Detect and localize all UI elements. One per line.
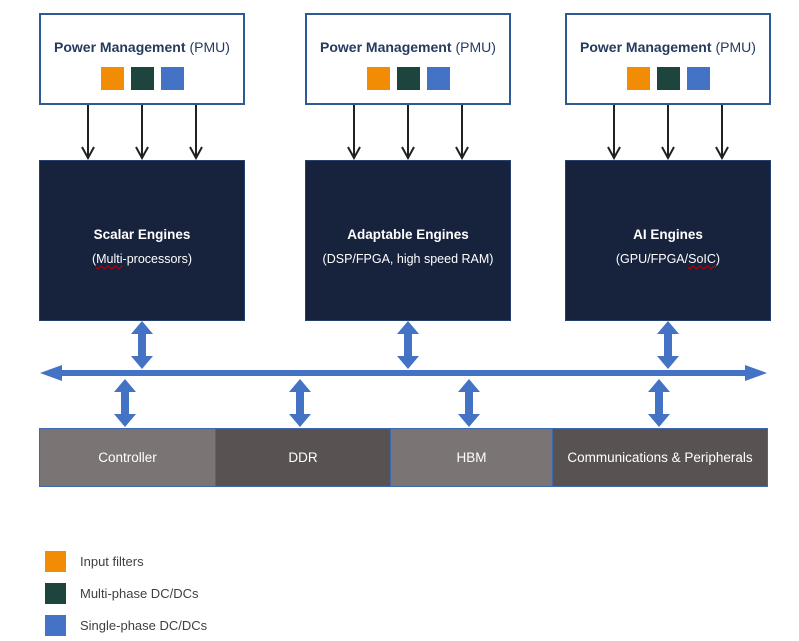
pmu-title-bold: Power Management xyxy=(54,39,186,55)
engine-subtitle: (Multi-processors) xyxy=(92,252,192,267)
pmu-box-ai: Power Management(PMU) xyxy=(565,13,771,105)
bus-arrow-controller xyxy=(114,379,136,427)
pmu-title-bold: Power Management xyxy=(320,39,452,55)
engine-subtitle-misspelled: Multi xyxy=(96,252,123,266)
engine-subtitle-suffix: -processors) xyxy=(122,252,193,266)
engine-title: AI Engines xyxy=(633,227,703,242)
bus-arrow-comms xyxy=(648,379,670,427)
input-filter-swatch-icon xyxy=(100,67,124,90)
pmu-title-suffix: (PMU) xyxy=(189,39,230,55)
single-phase-swatch-icon xyxy=(426,67,450,90)
pmu-title-suffix: (PMU) xyxy=(715,39,756,55)
engine-subtitle: (DSP/FPGA, high speed RAM) xyxy=(323,252,494,267)
engine-subtitle-prefix: (GPU/FPGA/ xyxy=(615,252,689,266)
legend-item-input-filters: Input filters xyxy=(45,551,207,572)
column-ai: Power Management(PMU) AI Engines (GPU/FP… xyxy=(565,13,771,321)
input-filter-swatch-icon xyxy=(366,67,390,90)
pmu-to-engine-arrows-ai xyxy=(607,105,729,160)
device-label: Controller xyxy=(98,450,157,465)
pmu-title-suffix: (PMU) xyxy=(455,39,496,55)
pmu-box-adaptable: Power Management(PMU) xyxy=(305,13,511,105)
pmu-to-engine-arrows-adaptable xyxy=(347,105,469,160)
multi-phase-swatch-icon xyxy=(45,583,66,604)
pmu-title: Power Management(PMU) xyxy=(320,39,496,56)
engine-title: Scalar Engines xyxy=(93,227,191,242)
system-bus-arrow xyxy=(40,365,767,381)
device-row: Controller DDR HBM Communications & Peri… xyxy=(39,428,768,487)
single-phase-swatch-icon xyxy=(160,67,184,90)
engine-box-ai: AI Engines (GPU/FPGA/SoIC) xyxy=(565,160,771,321)
device-cell-hbm: HBM xyxy=(390,429,552,486)
device-cell-ddr: DDR xyxy=(215,429,390,486)
single-phase-swatch-icon xyxy=(45,615,66,636)
legend-label: Single-phase DC/DCs xyxy=(80,618,208,633)
engine-subtitle-prefix: ( xyxy=(91,252,97,266)
engine-subtitle-prefix: (DSP/FPGA, high speed RAM) xyxy=(322,252,494,266)
pmu-swatches xyxy=(626,67,710,90)
pmu-box-scalar: Power Management(PMU) xyxy=(39,13,245,105)
pmu-title: Power Management(PMU) xyxy=(580,39,756,56)
bus-arrow-adaptable xyxy=(397,321,419,369)
bus-arrow-hbm xyxy=(458,379,480,427)
pmu-swatches xyxy=(100,67,184,90)
engine-subtitle-suffix: ) xyxy=(715,252,721,266)
bus-arrow-ddr xyxy=(289,379,311,427)
column-scalar: Power Management(PMU) Scalar Engines (Mu… xyxy=(39,13,245,321)
bus-arrow-scalar xyxy=(131,321,153,369)
device-label: HBM xyxy=(456,450,487,465)
input-filter-swatch-icon xyxy=(626,67,650,90)
input-filter-swatch-icon xyxy=(45,551,66,572)
pmu-title-bold: Power Management xyxy=(580,39,712,55)
legend-item-single-phase: Single-phase DC/DCs xyxy=(45,615,207,636)
legend-label: Multi-phase DC/DCs xyxy=(80,586,199,601)
legend-label: Input filters xyxy=(80,554,144,569)
device-cell-comms: Communications & Peripherals xyxy=(552,429,767,486)
bus-arrow-ai xyxy=(657,321,679,369)
device-label: Communications & Peripherals xyxy=(567,450,753,465)
pmu-to-engine-arrows-scalar xyxy=(81,105,203,160)
column-adaptable: Power Management(PMU) Adaptable Engines … xyxy=(305,13,511,321)
device-cell-controller: Controller xyxy=(40,429,215,486)
multi-phase-swatch-icon xyxy=(396,67,420,90)
multi-phase-swatch-icon xyxy=(656,67,680,90)
engine-title: Adaptable Engines xyxy=(347,227,469,242)
pmu-title: Power Management(PMU) xyxy=(54,39,230,56)
legend-item-multi-phase: Multi-phase DC/DCs xyxy=(45,583,207,604)
multi-phase-swatch-icon xyxy=(130,67,154,90)
pmu-swatches xyxy=(366,67,450,90)
engine-box-scalar: Scalar Engines (Multi-processors) xyxy=(39,160,245,321)
engine-subtitle-misspelled: SoIC xyxy=(688,252,716,266)
legend: Input filters Multi-phase DC/DCs Single-… xyxy=(45,551,207,641)
single-phase-swatch-icon xyxy=(686,67,710,90)
engine-subtitle: (GPU/FPGA/SoIC) xyxy=(616,252,720,267)
device-label: DDR xyxy=(288,450,318,465)
engine-box-adaptable: Adaptable Engines (DSP/FPGA, high speed … xyxy=(305,160,511,321)
